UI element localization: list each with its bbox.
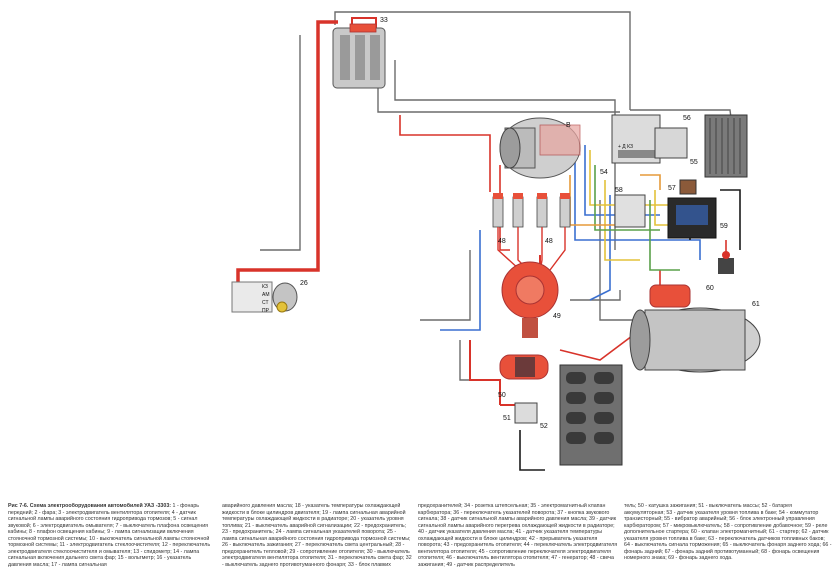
callout-labels: 33 26 48 48 49 50 51 52 54 55 56 57 58 5… — [300, 17, 760, 430]
callout-48b: 48 — [545, 238, 553, 245]
ignition-terminal-st: СТ — [262, 300, 269, 306]
callout-58: 58 — [615, 187, 623, 194]
caption-col-2: аварийного давления масла; 18 - указател… — [222, 503, 412, 571]
caption-col-4-text: тель; 50 - катушка зажигания; 51 - выклю… — [624, 503, 832, 561]
ignition-terminal-pr: ПР — [262, 308, 270, 314]
spark-plugs-48 — [492, 193, 571, 273]
starter-relay-59 — [667, 197, 717, 239]
resistor-58 — [614, 194, 646, 228]
vibrator-55 — [654, 127, 688, 159]
callout-49: 49 — [553, 313, 561, 320]
battery-52 — [559, 364, 623, 466]
ignition-switch-26 — [231, 281, 298, 313]
caption-col-3: предохранителей; 34 - розетка штепсельна… — [418, 503, 618, 571]
starter-61 — [629, 284, 761, 373]
microswitch-57 — [679, 179, 697, 195]
callout-60: 60 — [706, 285, 714, 292]
callout-56: 56 — [683, 115, 691, 122]
callout-54: 54 — [600, 169, 608, 176]
callout-55: 55 — [690, 159, 698, 166]
callout-51: 51 — [503, 415, 511, 422]
callout-33: 33 — [380, 17, 388, 24]
ignition-terminal-am: АМ — [262, 292, 270, 298]
ignition-coil-50 — [499, 354, 549, 380]
wiring-diagram: 33 26 48 48 49 50 51 52 54 55 56 57 58 5… — [231, 11, 761, 471]
callout-50: 50 — [498, 392, 506, 399]
fuse-block-33 — [332, 23, 386, 89]
solenoid-valve-60 — [718, 251, 734, 274]
callout-59: 59 — [720, 223, 728, 230]
ignition-terminal-ks: КЗ — [262, 284, 268, 290]
caption-col-3-text: предохранителей; 34 - розетка штепсельна… — [418, 503, 618, 568]
callout-61: 61 — [752, 301, 760, 308]
caption-title: Рис 7-6. Схема электрооборудования автом… — [8, 503, 172, 509]
terminal-labels: В + Д КЗ КЗ АМ СТ ПР — [262, 122, 633, 314]
commutator-terminals-label: + Д КЗ — [618, 144, 633, 150]
mass-switch-51 — [514, 402, 538, 424]
callout-48a: 48 — [498, 238, 506, 245]
caption-col-2-text: аварийного давления масла; 18 - указател… — [222, 503, 412, 568]
distributor-49 — [501, 261, 559, 338]
commutator-54 — [611, 114, 661, 164]
callout-57: 57 — [668, 185, 676, 192]
generator-terminal-label: В — [566, 122, 571, 129]
caption-col-1: Рис 7-6. Схема электрооборудования автом… — [8, 503, 216, 571]
control-unit-56 — [704, 114, 748, 178]
caption-col-4: тель; 50 - катушка зажигания; 51 - выклю… — [624, 503, 832, 571]
callout-26: 26 — [300, 280, 308, 287]
caption-col-1-text: 1 - фонарь передний; 2 - фара; 3 - элект… — [8, 503, 211, 568]
green-wires — [594, 165, 680, 271]
generator-47 — [499, 117, 581, 179]
callout-52: 52 — [540, 423, 548, 430]
